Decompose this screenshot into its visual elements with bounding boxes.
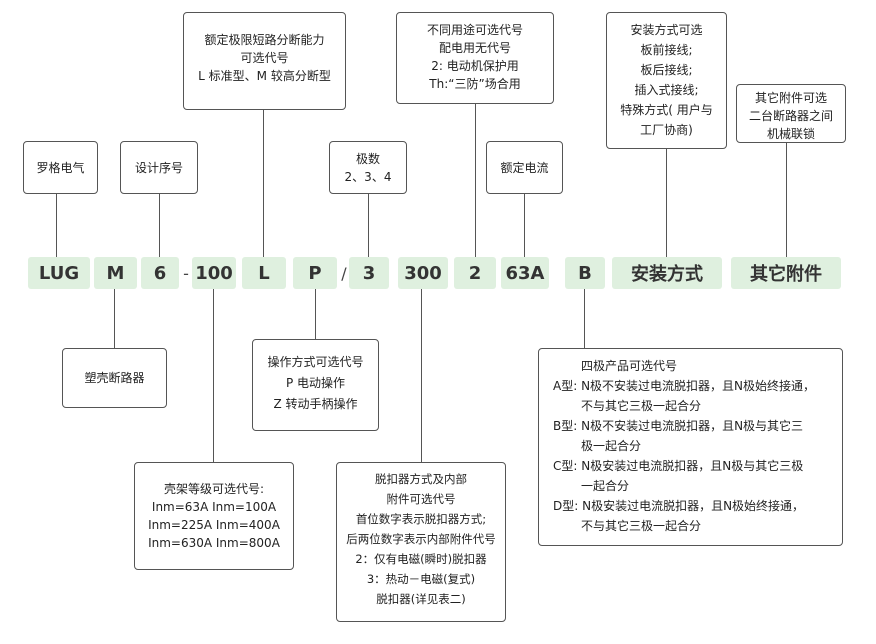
four-pole-a: A型: N极不安装过电流脱扣器，且N极始终接通， — [553, 379, 816, 393]
code-lug: LUG — [28, 257, 90, 289]
release-line-6: 3：热动－电磁(复式) — [366, 572, 476, 586]
code-63a: 63A — [501, 257, 549, 289]
code-p: P — [293, 257, 337, 289]
connector-frame — [213, 289, 214, 462]
operation-box: 操作方式可选代号 P 电动操作 Z 转动手柄操作 — [252, 339, 379, 431]
connector-release — [421, 289, 422, 462]
four-pole-b-cont: 极一起合分 — [581, 439, 642, 453]
poles-line-2: 2、3、4 — [344, 169, 392, 184]
release-line-2: 附件可选代号 — [386, 492, 456, 506]
operation-line-2: P 电动操作 — [285, 376, 346, 390]
release-box: 脱扣器方式及内部 附件可选代号 首位数字表示脱扣器方式; 后两位数字表示内部附件… — [336, 462, 506, 622]
four-pole-title: 四极产品可选代号 — [581, 359, 678, 373]
code-dash: - — [183, 263, 189, 283]
brand-label: 罗格电气 — [36, 160, 85, 175]
accessory-line-3: 机械联锁 — [766, 127, 815, 141]
connector-install — [666, 149, 667, 257]
connector-poles — [368, 194, 369, 257]
four-pole-b: B型: N极不安装过电流脱扣器，且N极与其它三 — [553, 419, 804, 433]
connector-series — [159, 194, 160, 257]
code-accessory: 其它附件 — [731, 257, 841, 289]
release-line-5: 2：仅有电磁(瞬时)脱扣器 — [355, 552, 487, 566]
frame-box: 壳架等级可选代号: Inm=63A Inm=100A Inm=225A Inm=… — [134, 462, 294, 570]
install-line-2: 板前接线; — [640, 43, 693, 57]
code-2: 2 — [454, 257, 496, 289]
four-pole-d-cont: 不与其它三极一起合分 — [581, 519, 702, 533]
accessory-box: 其它附件可选 二台断路器之间 机械联锁 — [736, 84, 846, 143]
series-label: 设计序号 — [134, 160, 183, 175]
accessory-line-1: 其它附件可选 — [754, 91, 827, 105]
code-300: 300 — [398, 257, 448, 289]
usage-line-4: Th:“三防”场合用 — [429, 77, 521, 91]
release-line-7: 脱扣器(详见表二) — [376, 592, 466, 606]
release-line-1: 脱扣器方式及内部 — [375, 472, 467, 486]
brand-box: 罗格电气 — [23, 141, 98, 194]
frame-line-4: Inm=630A Inm=800A — [148, 536, 280, 550]
connector-accessory — [786, 143, 787, 257]
operation-line-1: 操作方式可选代号 — [267, 355, 364, 369]
code-b: B — [565, 257, 605, 289]
code-6: 6 — [141, 257, 179, 289]
usage-line-1: 不同用途可选代号 — [426, 23, 523, 37]
code-3: 3 — [349, 257, 389, 289]
operation-line-3: Z 转动手柄操作 — [273, 397, 358, 411]
series-box: 设计序号 — [120, 141, 198, 194]
rated-current-box: 额定电流 — [486, 141, 563, 194]
mccb-label: 塑壳断路器 — [84, 371, 145, 385]
install-line-1: 安装方式可选 — [630, 23, 703, 37]
connector-mccb — [114, 289, 115, 348]
install-line-3: 板后接线; — [640, 63, 693, 77]
accessory-line-2: 二台断路器之间 — [748, 109, 833, 123]
connector-operation — [315, 289, 316, 339]
install-line-4: 插入式接线; — [634, 83, 699, 97]
usage-line-2: 配电用无代号 — [438, 41, 511, 55]
mccb-box: 塑壳断路器 — [62, 348, 167, 408]
breaking-line-2: 可选代号 — [240, 51, 289, 65]
code-m: M — [94, 257, 137, 289]
rated-current-label: 额定电流 — [500, 160, 549, 175]
code-slash: / — [341, 263, 347, 283]
four-pole-c: C型: N极安装过电流脱扣器，且N极与其它三极 — [553, 459, 804, 473]
connector-usage — [475, 104, 476, 257]
code-100: 100 — [192, 257, 236, 289]
connector-brand — [56, 194, 57, 257]
release-line-4: 后两位数字表示内部附件代号 — [346, 532, 496, 546]
four-pole-d: D型: N极安装过电流脱扣器，且N极始终接通， — [553, 499, 805, 513]
breaking-line-3: L 标准型、M 较高分断型 — [198, 69, 331, 83]
breaking-capacity-box: 额定极限短路分断能力 可选代号 L 标准型、M 较高分断型 — [183, 12, 346, 110]
frame-line-2: Inm=63A Inm=100A — [151, 500, 277, 514]
four-pole-c-cont: 一起合分 — [581, 479, 630, 493]
usage-box: 不同用途可选代号 配电用无代号 2: 电动机保护用 Th:“三防”场合用 — [396, 12, 554, 104]
poles-line-1: 极数 — [355, 151, 380, 166]
install-line-5: 特殊方式( 用户与 — [620, 103, 713, 117]
frame-line-3: Inm=225A Inm=400A — [148, 518, 280, 532]
code-l: L — [242, 257, 286, 289]
install-line-6: 工厂协商) — [640, 123, 693, 137]
connector-rated-current — [524, 194, 525, 257]
four-pole-box: 四极产品可选代号 A型: N极不安装过电流脱扣器，且N极始终接通， 不与其它三极… — [538, 348, 843, 546]
connector-four-pole — [584, 289, 585, 348]
install-box: 安装方式可选 板前接线; 板后接线; 插入式接线; 特殊方式( 用户与 工厂协商… — [606, 12, 727, 149]
connector-breaking — [263, 110, 264, 257]
breaking-line-1: 额定极限短路分断能力 — [204, 33, 325, 47]
frame-line-1: 壳架等级可选代号: — [163, 482, 265, 496]
usage-line-3: 2: 电动机保护用 — [431, 59, 519, 73]
release-line-3: 首位数字表示脱扣器方式; — [355, 512, 487, 526]
code-install: 安装方式 — [612, 257, 722, 289]
four-pole-a-cont: 不与其它三极一起合分 — [581, 399, 702, 413]
poles-box: 极数 2、3、4 — [329, 141, 407, 194]
